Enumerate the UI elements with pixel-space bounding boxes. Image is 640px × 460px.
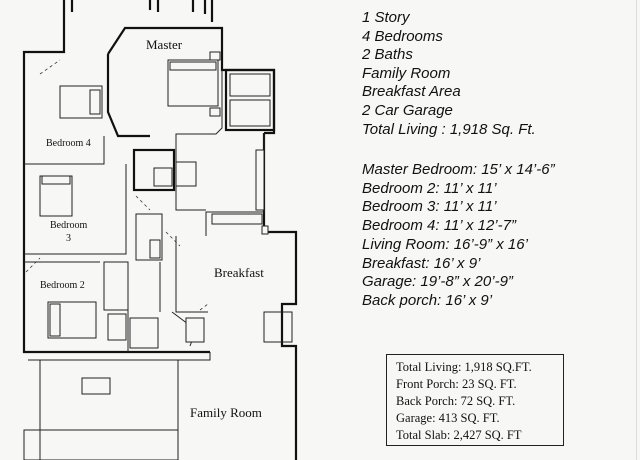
room-label-family-room: Family Room [190, 405, 262, 420]
feature-list: 1 Story 4 Bedrooms 2 Baths Family Room B… [362, 9, 632, 139]
totals-item: Total Living: 1,918 SQ.FT. [396, 360, 532, 374]
bedroom-4: Bedroom 4 [24, 59, 105, 165]
bedroom-2: Bedroom 2 [24, 257, 100, 339]
kitchen [175, 133, 269, 236]
dimension-item: Living Room: 16’-9” x 16’ [362, 235, 528, 253]
square-footage-totals-box: Total Living: 1,918 SQ.FT. Front Porch: … [386, 354, 564, 446]
feature-item: 2 Car Garage [362, 101, 453, 119]
back-porch [263, 311, 293, 343]
room-label-bedroom-3-line1: Bedroom [50, 220, 87, 231]
family-room: Family Room [23, 352, 262, 460]
dimension-item: Bedroom 4: 11’ x 12’-7” [362, 217, 516, 235]
master-room: Master [146, 37, 223, 160]
bedroom-3: Bedroom 3 [24, 164, 127, 255]
dimension-item: Bedroom 2: 11’ x 11’ [362, 179, 497, 197]
dimension-item: Back porch: 16’ x 9’ [362, 291, 493, 309]
totals-item: Garage: 413 SQ. FT. [396, 411, 500, 425]
room-label-bedroom-4: Bedroom 4 [46, 138, 91, 149]
top-walls [62, 0, 214, 40]
feature-item: Breakfast Area [362, 83, 461, 101]
feature-item: Family Room [362, 64, 451, 82]
room-label-bedroom-2: Bedroom 2 [40, 280, 85, 291]
page-edge-divider [636, 0, 637, 460]
hall-baths [103, 148, 197, 352]
totals-item: Back Porch: 72 SQ. FT. [396, 394, 516, 408]
breakfast-area: Breakfast [171, 236, 264, 347]
dimension-item: Bedroom 3: 11’ x 11’ [362, 198, 497, 216]
room-label-breakfast: Breakfast [214, 265, 264, 280]
feature-item: 4 Bedrooms [362, 27, 443, 45]
totals-item: Front Porch: 23 SQ. FT. [396, 377, 517, 391]
room-label-bedroom-3-line2: 3 [66, 233, 71, 244]
totals-item: Total Slab: 2,427 SQ. FT [396, 428, 522, 442]
dimension-item: Garage: 19’-8” x 20’-9” [362, 273, 513, 291]
room-label-master: Master [146, 37, 183, 52]
feature-item: 1 Story [362, 9, 410, 26]
room-dimensions-list: Master Bedroom: 15’ x 14’-6” Bedroom 2: … [362, 161, 637, 311]
dimension-item: Breakfast: 16’ x 9’ [362, 254, 481, 272]
feature-item: 2 Baths [362, 46, 413, 64]
feature-item: Total Living : 1,918 Sq. Ft. [362, 120, 536, 138]
master-bath [224, 68, 276, 132]
floor-plan-drawing: Master Bedroom 4 Bedroom 3 Bedroom 2 [22, 0, 298, 460]
dimension-item: Master Bedroom: 15’ x 14’-6” [362, 161, 555, 178]
